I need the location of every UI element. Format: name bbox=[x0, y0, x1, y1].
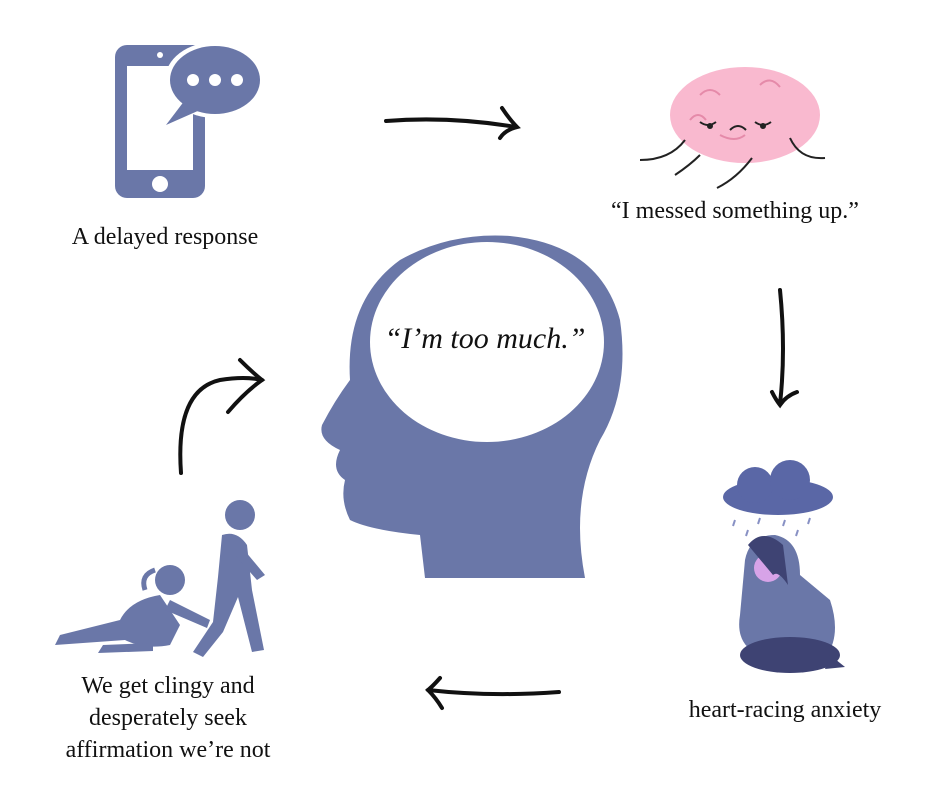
head-silhouette-icon bbox=[321, 235, 623, 578]
center-quote: “I’m too much.” bbox=[384, 322, 586, 355]
phone-message-icon bbox=[115, 42, 265, 198]
arrow-to-brain bbox=[384, 106, 521, 140]
arrow-to-clingy bbox=[425, 676, 561, 710]
step-label-anxiety: heart-racing anxiety bbox=[688, 697, 882, 723]
clingy-figures-icon bbox=[55, 500, 265, 657]
arrow-to-phone bbox=[178, 358, 266, 475]
step-label-delayed-response: A delayed response bbox=[71, 224, 259, 250]
arrow-to-anxiety bbox=[770, 288, 799, 409]
step-label-line: affirmation we’re not bbox=[65, 737, 271, 763]
anxious-person-rain-icon bbox=[723, 460, 845, 673]
step-label-line: desperately seek bbox=[89, 705, 247, 731]
step-label-messed-up: “I messed something up.” bbox=[611, 198, 859, 224]
sad-brain-icon bbox=[639, 67, 826, 189]
step-label-clingy: We get clingy and desperately seek affir… bbox=[30, 670, 306, 766]
step-label-line: We get clingy and bbox=[81, 673, 255, 699]
